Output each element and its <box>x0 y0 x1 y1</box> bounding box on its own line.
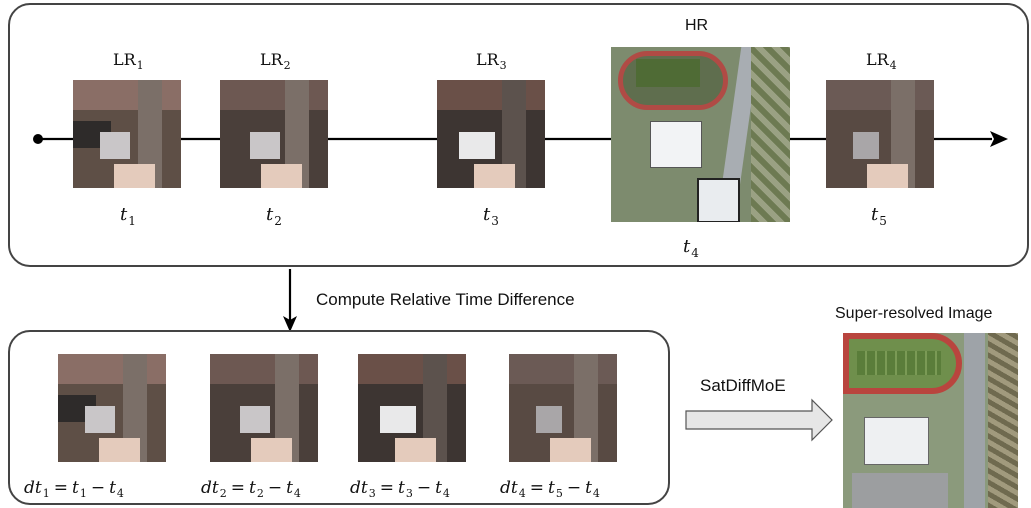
time-label-2: t2 <box>266 204 282 228</box>
time-label-3: t3 <box>483 204 499 228</box>
equation-1: dt1=t1−t4 <box>24 478 124 500</box>
lr-frame-2-image <box>220 80 328 188</box>
timeline-start-dot <box>33 134 43 144</box>
super-resolved-image <box>843 333 1018 508</box>
lr-label-1: LR1 <box>113 50 144 72</box>
dt-frame-4-image <box>509 354 617 462</box>
lr-label-4: LR4 <box>866 50 897 72</box>
dt-frame-2-image <box>210 354 318 462</box>
hollow-arrow-icon <box>685 398 833 442</box>
equation-3: dt3=t3−t4 <box>350 478 450 500</box>
time-label-4: t5 <box>871 204 887 228</box>
equation-2: dt2=t2−t4 <box>201 478 301 500</box>
lr-frame-4-image <box>826 80 934 188</box>
time-label-hr: t4 <box>683 236 699 260</box>
down-arrow-icon <box>283 316 297 332</box>
dt-frame-1-image <box>58 354 166 462</box>
compute-caption: Compute Relative Time Difference <box>316 290 575 309</box>
model-label: SatDiffMoE <box>700 376 786 395</box>
lr-label-3: LR3 <box>476 50 507 72</box>
hr-label: HR <box>685 17 709 34</box>
lr-frame-3-image <box>437 80 545 188</box>
output-title: Super-resolved Image <box>835 305 993 322</box>
time-label-1: t1 <box>120 204 136 228</box>
hr-frame-image <box>611 47 790 222</box>
dt-frame-3-image <box>358 354 466 462</box>
timeline-arrowhead-icon <box>990 131 1008 147</box>
lr-label-2: LR2 <box>260 50 291 72</box>
equation-4: dt4=t5−t4 <box>500 478 600 500</box>
lr-frame-1-image <box>73 80 181 188</box>
